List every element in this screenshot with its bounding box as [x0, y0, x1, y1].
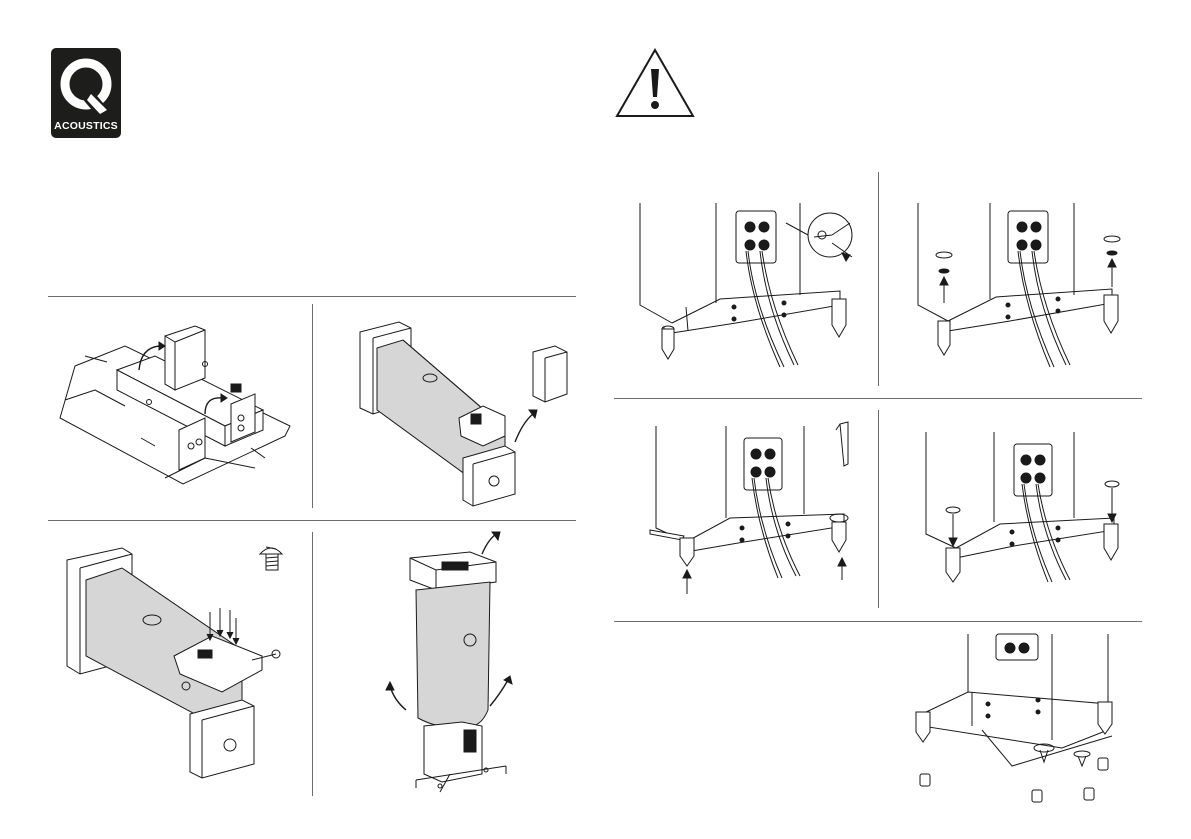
divider-mid-left [48, 520, 576, 521]
divider-vertical-lower-right [878, 410, 879, 608]
speaker-lift-illustration [355, 318, 585, 514]
cap-removal-illustration [912, 195, 1142, 375]
divider-vertical-lower-left [312, 532, 313, 796]
floor-protector-illustration [912, 630, 1118, 810]
divider-vertical-upper-left [312, 304, 313, 508]
brand-logo-text: ACOUSTICS [51, 120, 121, 132]
bag-removal-illustration [370, 530, 540, 800]
divider-row2-right [614, 621, 1142, 622]
warning-triangle-icon [614, 47, 696, 119]
q-logo-icon [51, 48, 121, 118]
brand-logo: ACOUSTICS [51, 48, 121, 138]
box-unfold-illustration [55, 318, 305, 490]
spike-fit-illustration [916, 418, 1142, 598]
divider-top-left [48, 296, 576, 297]
plinth-screw-illustration [62, 540, 302, 790]
spike-adjust-illustration [640, 418, 870, 598]
divider-row1-right [614, 398, 1142, 399]
divider-vertical-upper-right [878, 172, 879, 386]
cable-connect-illustration [636, 195, 872, 375]
